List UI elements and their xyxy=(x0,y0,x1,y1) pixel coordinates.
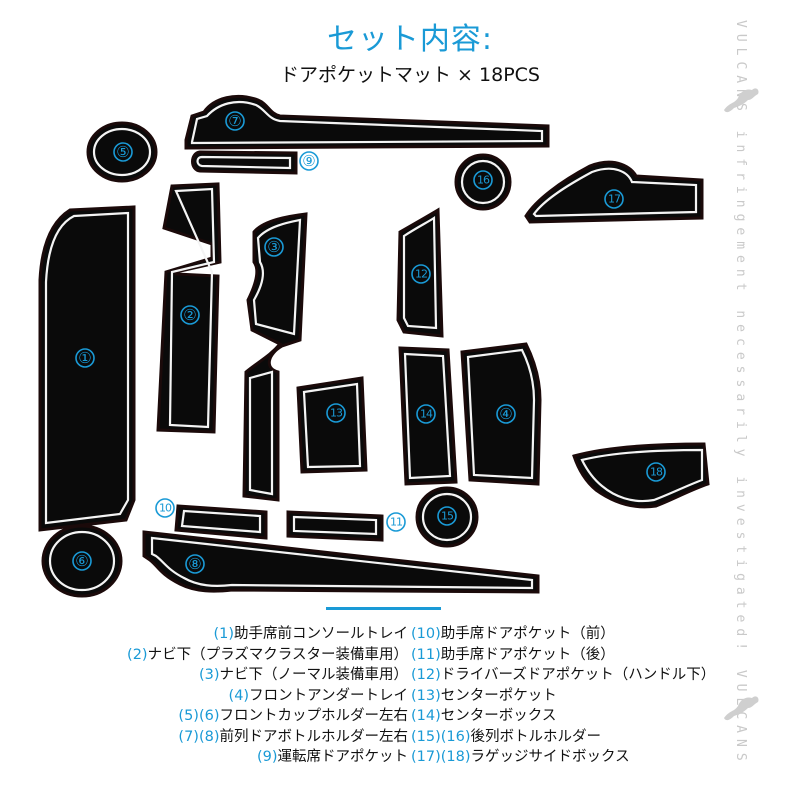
mat-12-number: 12 xyxy=(415,268,427,281)
mat-6-number: ⑥ xyxy=(75,552,88,570)
mat-2: ② xyxy=(156,182,222,434)
mat-16-number: 16 xyxy=(477,174,490,187)
legend-text: センターポケット xyxy=(440,687,557,704)
legend-item: (1)助手席前コンソールトレイ xyxy=(127,624,408,645)
mat-12: 12 xyxy=(396,207,444,338)
mat-9: ⑨ xyxy=(191,150,319,175)
mat-11-number: 11 xyxy=(390,516,402,529)
legend-item: (14)センターボックス xyxy=(411,706,715,727)
mat-1: ① xyxy=(38,205,136,532)
legend-left: (1)助手席前コンソールトレイ (2)ナビ下（プラズマクラスター装備車用） (3… xyxy=(127,624,408,768)
legend-text: ドライバーズドアポケット（ハンドル下） xyxy=(440,667,716,683)
legend-item: (4)フロントアンダートレイ xyxy=(127,686,408,707)
legend-code: (2) xyxy=(127,646,148,663)
mat-14: 14 xyxy=(398,346,458,486)
legend-item: (11)助手席ドアポケット（後） xyxy=(411,645,715,666)
title-text: セット内容: xyxy=(326,22,494,57)
mat-14-number: 14 xyxy=(420,408,433,421)
legend-code: (17)(18) xyxy=(411,749,471,765)
mat-9-number: ⑨ xyxy=(302,152,315,170)
legend-text: 助手席前コンソールトレイ xyxy=(234,626,408,642)
mat-10: 10 xyxy=(155,498,268,540)
mat-6: ⑥ xyxy=(41,524,123,598)
legend-item: (9)運転席ドアポケット xyxy=(127,747,408,768)
watermark-dragon-icon xyxy=(724,696,759,721)
mat-16: 16 xyxy=(454,153,512,211)
mat-18: 18 xyxy=(572,442,710,509)
legend-item: (17)(18)ラゲッジサイドボックス xyxy=(411,747,715,768)
mat-15-number: 15 xyxy=(441,510,454,523)
legend-item: (7)(8)前列ドアボトルホルダー左右 xyxy=(127,727,408,748)
subtitle-text: ドアポケットマット × 18PCS xyxy=(280,64,540,86)
mat-2-number: ② xyxy=(183,306,196,324)
watermark-text: VULCANS infringement necessarily investi… xyxy=(733,20,748,767)
legend-text: 運転席ドアポケット xyxy=(277,749,409,765)
legend-item: (12)ドライバーズドアポケット（ハンドル下） xyxy=(411,665,715,686)
legend-code: (4) xyxy=(228,687,250,704)
legend-item: (10)助手席ドアポケット（前） xyxy=(411,624,715,645)
legend-text: 助手席ドアポケット（後） xyxy=(440,646,615,663)
mat-3-number: ③ xyxy=(267,238,280,256)
legend-text: 後列ボトルホルダー xyxy=(470,728,602,745)
legend-code: (14) xyxy=(411,708,441,724)
legend-item: (13)センターポケット xyxy=(411,686,715,707)
section-divider xyxy=(326,607,441,610)
mat-11: 11 xyxy=(286,510,406,542)
legend-item: (15)(16)後列ボトルホルダー xyxy=(411,727,715,748)
legend-text: フロントカップホルダー左右 xyxy=(219,708,409,724)
legend-text: 助手席ドアポケット（前） xyxy=(440,626,615,642)
mat-17-number: 17 xyxy=(608,193,621,206)
legend-text: センターボックス xyxy=(440,708,557,724)
legend-code: (9) xyxy=(256,749,278,765)
legend-item: (2)ナビ下（プラズマクラスター装備車用） xyxy=(127,645,408,666)
legend-text: ナビ下（プラズマクラスター装備車用） xyxy=(147,646,408,663)
mat-4: ④ xyxy=(460,342,542,486)
mat-8-number: ⑧ xyxy=(188,555,201,573)
legend-text: ラゲッジサイドボックス xyxy=(470,749,630,765)
mat-13: 13 xyxy=(296,376,368,474)
mat-18-number: 18 xyxy=(650,466,663,479)
legend-code: (15)(16) xyxy=(411,728,471,745)
mat-5-number: ⑤ xyxy=(116,143,129,161)
legend-code: (1) xyxy=(213,626,234,642)
legend-code: (7)(8) xyxy=(178,728,220,745)
legend-code: (5)(6) xyxy=(178,708,220,724)
page-subtitle: ドアポケットマット × 18PCS xyxy=(0,60,800,87)
mat-13-number: 13 xyxy=(330,407,343,420)
legend-item: (3)ナビ下（ノーマル装備車用） xyxy=(127,665,408,686)
legend-right: (10)助手席ドアポケット（前） (11)助手席ドアポケット（後） (12)ドラ… xyxy=(411,624,715,768)
mat-7-number: ⑦ xyxy=(228,112,241,130)
legend-text: フロントアンダートレイ xyxy=(249,687,408,704)
mat-17: 17 xyxy=(524,160,704,224)
legend-code: (13) xyxy=(411,687,441,704)
mat-7: ⑦ xyxy=(184,95,550,150)
legend-text: 前列ドアボトルホルダー左右 xyxy=(219,728,409,745)
mat-10-number: 10 xyxy=(159,502,172,515)
legend-code: (10) xyxy=(411,626,441,642)
mat-5: ⑤ xyxy=(86,121,158,183)
legend-code: (11) xyxy=(411,646,441,663)
mat-8: ⑧ xyxy=(142,530,540,594)
mat-1-number: ① xyxy=(78,349,91,367)
mat-3: ③ xyxy=(242,212,308,502)
legend-text: ナビ下（ノーマル装備車用） xyxy=(219,667,409,683)
page-title: セット内容: xyxy=(0,14,800,58)
legend-item: (5)(6)フロントカップホルダー左右 xyxy=(127,706,408,727)
watermark-dragon-icon xyxy=(724,88,759,113)
legend-code: (3) xyxy=(198,667,220,683)
legend-code: (12) xyxy=(411,667,441,683)
mat-4-number: ④ xyxy=(499,405,512,423)
mat-15: 15 xyxy=(415,486,479,548)
